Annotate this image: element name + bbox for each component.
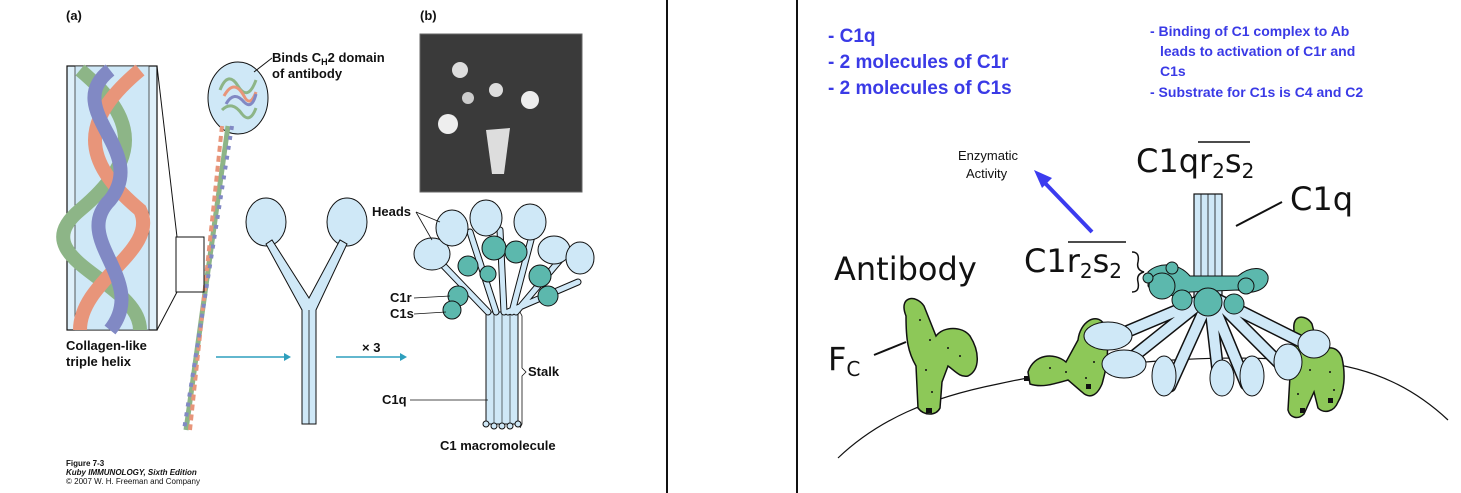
bullet-leads: leads to activation of C1r and — [1160, 43, 1355, 59]
figure-book: Kuby IMMUNOLOGY, Sixth Edition — [66, 468, 197, 477]
c1-complex — [1083, 193, 1331, 397]
c1-macromolecule — [413, 199, 595, 430]
bullet-binding: - Binding of C1 complex to Ab — [1150, 23, 1349, 39]
enzymatic-arrow — [1042, 180, 1094, 234]
figure-copyright: © 2007 W. H. Freeman and Company — [66, 477, 200, 486]
bullet-c1q: - C1q — [828, 26, 876, 47]
collagen-helix-zoom — [56, 64, 178, 335]
bullet-c1r: - 2 molecules of C1r — [828, 52, 1009, 73]
divider-left — [666, 0, 668, 493]
c1qr2s2-label: C1qr2s2 — [1136, 142, 1254, 183]
figure-number: Figure 7-3 — [66, 459, 105, 468]
enzymatic-label-2: Activity — [966, 166, 1008, 181]
electron-micrograph — [419, 33, 583, 193]
left-panel: (a) (b) Collagen-like triple helix Binds… — [0, 0, 666, 493]
cell-surface — [837, 357, 1449, 459]
heads-label: Heads — [372, 204, 411, 219]
panel-b-label: (b) — [420, 8, 437, 23]
panel-a-label: (a) — [66, 8, 82, 23]
c1r2s2-label: C1r2s2 — [1024, 242, 1122, 283]
c1q-subunit-helix — [175, 61, 269, 431]
divider-right — [796, 0, 798, 493]
c1q-label-right: C1q — [1290, 180, 1353, 218]
c1s-label: C1s — [390, 306, 414, 321]
collagen-label-1: Collagen-like — [66, 338, 147, 353]
bullet-c1s: - 2 molecules of C1s — [828, 78, 1012, 99]
c1-structure-diagram: (a) (b) Collagen-like triple helix Binds… — [56, 8, 595, 486]
fc-label: FC — [828, 340, 860, 381]
times-three-label: × 3 — [362, 340, 380, 355]
bullet-c1s-cont: C1s — [1160, 63, 1186, 79]
bullet-substrate: - Substrate for C1s is C4 and C2 — [1150, 84, 1363, 100]
enzymatic-label-1: Enzymatic — [958, 148, 1018, 163]
c1-complex-diagram: - C1q - 2 molecules of C1r - 2 molecules… — [828, 23, 1449, 459]
antibody-label: Antibody — [834, 250, 977, 288]
binds-label-1: Binds CH2 domain — [272, 50, 385, 67]
c1r-label: C1r — [390, 290, 412, 305]
stalk-label: Stalk — [528, 364, 560, 379]
c1q-label-left: C1q — [382, 392, 407, 407]
macromolecule-label: C1 macromolecule — [440, 438, 556, 453]
c1q-y-unit — [245, 197, 368, 425]
right-panel: - C1q - 2 molecules of C1r - 2 molecules… — [798, 0, 1461, 493]
collagen-label-2: triple helix — [66, 354, 132, 369]
antibody-free — [903, 297, 978, 415]
binds-label-2: of antibody — [272, 66, 343, 81]
